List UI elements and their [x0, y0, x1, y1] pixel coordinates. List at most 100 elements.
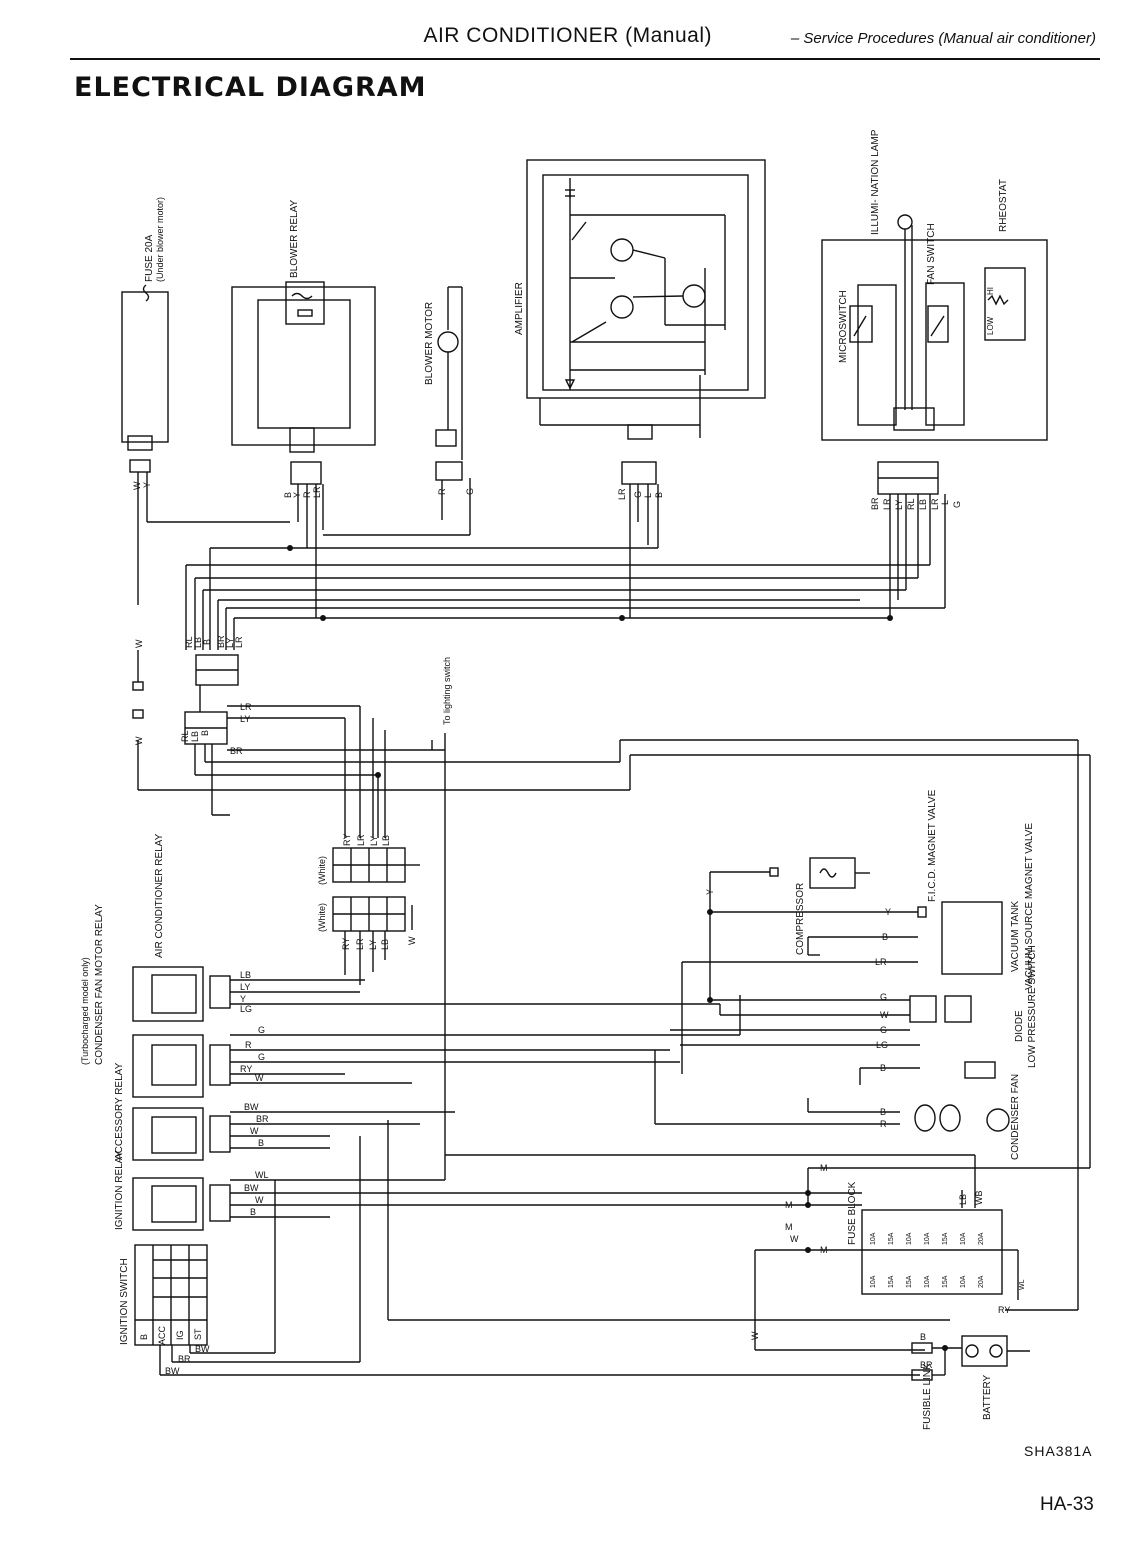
white-label-2: (White): [317, 903, 327, 932]
wire-label: LG: [240, 1004, 252, 1014]
fuse-20a: [121, 284, 630, 791]
wire-label: B: [880, 1107, 886, 1117]
wire-label: M: [785, 1222, 793, 1232]
wire-label: LY: [240, 714, 250, 724]
rheostat-label: RHEOSTAT: [998, 179, 1009, 232]
condenser-note: (Turbocharged model only): [80, 957, 90, 1065]
wire-label: G: [880, 1025, 887, 1035]
wire-label: BR: [870, 497, 880, 510]
fuse-rating: 15A: [906, 1275, 913, 1288]
amplifier-label: AMPLIFIER: [514, 282, 525, 335]
wire-label: G: [258, 1052, 265, 1062]
wire-label: W: [407, 936, 417, 945]
junction-dots: [287, 545, 948, 1351]
relay-column: [132, 966, 810, 1231]
vacuum-tank-label: VACUUM TANK: [1010, 901, 1021, 972]
battery-label: BATTERY: [982, 1374, 993, 1420]
wire-label: W: [255, 1073, 264, 1083]
right-components: [445, 857, 1090, 1381]
wire-label: LB: [918, 499, 928, 510]
ignition-switch-label: IGNITION SWITCH: [119, 1258, 130, 1345]
wire-label: WB: [974, 1191, 984, 1206]
wire-label: LR: [312, 486, 322, 498]
fuse-rating: 20A: [978, 1232, 985, 1245]
wire-label: LY: [225, 638, 235, 648]
fuse-note: (Under blower motor): [155, 197, 165, 282]
wire-label: LY: [240, 982, 250, 992]
wire-label: LB: [380, 939, 390, 950]
wire-label: G: [880, 992, 887, 1002]
wire-label: LY: [368, 940, 378, 950]
ign-pos-ig: IG: [175, 1330, 185, 1340]
wire-label: Y: [885, 907, 891, 917]
fuse-rating: 10A: [924, 1275, 931, 1288]
wire-label: G: [952, 501, 962, 508]
fuse-rating: 15A: [888, 1232, 895, 1245]
wire-label: RY: [342, 834, 352, 846]
wire-label: LB: [240, 970, 251, 980]
wire-label: G: [465, 488, 475, 495]
wire-label: B: [882, 932, 888, 942]
diode-label: DIODE: [1014, 1010, 1025, 1042]
wire-label: RY: [240, 1064, 252, 1074]
microswitch-label: MICROSWITCH: [838, 290, 849, 363]
wire-label: BW: [244, 1102, 259, 1112]
wire-label: BW: [244, 1183, 259, 1193]
lighting-switch-label: To lighting switch: [442, 657, 452, 725]
fuse-rating: 10A: [870, 1275, 877, 1288]
fuse-rating: 15A: [942, 1275, 949, 1288]
wire-label: W: [255, 1195, 264, 1205]
white-connectors: [332, 750, 446, 1180]
wire-label: BW: [195, 1344, 210, 1354]
wire-label: B: [920, 1332, 926, 1342]
wire-label: LB: [193, 637, 203, 648]
section-title: ELECTRICAL DIAGRAM: [74, 72, 427, 103]
blower-relay-label: BLOWER RELAY: [289, 200, 300, 278]
wire-label: LY: [894, 500, 904, 510]
wire-label: W: [134, 639, 144, 648]
wire-label: RL: [180, 730, 190, 742]
fan-switch-label: FAN SWITCH: [926, 223, 937, 285]
wire-label: LR: [240, 702, 252, 712]
fuse-rating: 10A: [924, 1232, 931, 1245]
wire-label: WL: [1019, 1279, 1026, 1290]
ignition-switch: [134, 1120, 950, 1376]
wire-label: B: [283, 492, 293, 498]
ign-pos-acc: ACC: [157, 1325, 167, 1345]
wire-label: W: [880, 1010, 889, 1020]
wire-label: R: [880, 1119, 887, 1129]
wire-label: B: [200, 730, 210, 736]
condenser-fan-label: CONDENSER FAN: [1010, 1074, 1021, 1160]
wire-label: M: [820, 1245, 828, 1255]
ign-pos-st: ST: [193, 1328, 203, 1340]
fuse-block-label: FUSE BLOCK: [847, 1181, 858, 1245]
wire-label: B: [202, 639, 212, 645]
fuse-rating: 10A: [906, 1232, 913, 1245]
amplifier: [526, 159, 766, 548]
wire-label: L: [940, 500, 950, 505]
fuse-rating: 15A: [942, 1232, 949, 1245]
wire-label: BR: [230, 746, 243, 756]
wire-label: R: [245, 1040, 252, 1050]
fusible-link-label: FUSIBLE LINK: [922, 1363, 933, 1430]
white-label-1: (White): [317, 856, 327, 885]
bus-wires: [184, 494, 1091, 1310]
wire-label: Y: [240, 994, 246, 1004]
wire-label: LY: [369, 836, 379, 846]
blower-relay: [231, 281, 376, 618]
wire-label: W: [750, 1331, 760, 1340]
wire-label: BW: [165, 1366, 180, 1376]
wire-label: BR: [216, 635, 226, 648]
fuse-rating: 20A: [978, 1275, 985, 1288]
condenser-fan-motor-relay-label: CONDENSER FAN MOTOR RELAY: [94, 904, 105, 1065]
wire-label: M: [820, 1163, 828, 1173]
wire-label: LR: [875, 957, 887, 967]
wire-label: Y: [292, 492, 302, 498]
fuse-label: FUSE 20A: [144, 234, 155, 282]
wire-label: LR: [617, 488, 627, 500]
rheostat-hi-label: HI: [986, 287, 995, 295]
ignition-relay-label: IGNITION RELAY: [114, 1150, 125, 1230]
figure-code: SHA381A: [1024, 1443, 1093, 1459]
wire-label: B: [258, 1138, 264, 1148]
